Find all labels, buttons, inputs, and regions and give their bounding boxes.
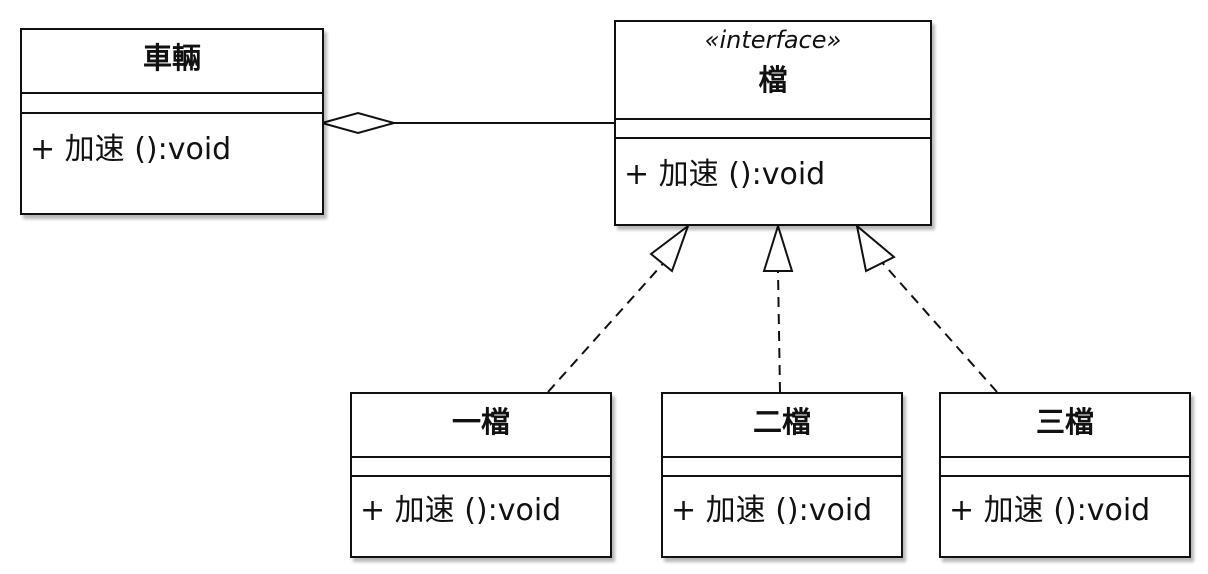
realization-line-1 — [547, 257, 669, 393]
operation-vehicle: + 加速 ():void — [30, 132, 232, 167]
class-name-gear-interface: «interface» 檔 — [616, 22, 930, 120]
class-name-vehicle-text: 車輛 — [142, 41, 201, 75]
attributes-second-gear — [663, 458, 901, 477]
attributes-third-gear — [941, 458, 1189, 477]
class-name-vehicle: 車輛 — [22, 30, 322, 94]
operation-second-gear: + 加速 ():void — [671, 493, 873, 528]
realization-line-3 — [879, 259, 998, 393]
class-name-second-gear: 二檔 — [663, 394, 901, 458]
realization-arrow-icon-3 — [855, 223, 896, 273]
class-vehicle: 車輛 + 加速 ():void — [20, 28, 324, 215]
class-second-gear: 二檔 + 加速 ():void — [661, 392, 903, 558]
stereotype-label: «interface» — [704, 26, 842, 54]
realization-arrow-icon-1 — [649, 223, 691, 273]
class-first-gear: 一檔 + 加速 ():void — [350, 392, 612, 558]
operation-gear-interface: + 加速 ():void — [624, 157, 826, 192]
realization-arrow-icon-2 — [762, 222, 794, 272]
class-name-first-gear: 一檔 — [352, 394, 610, 458]
class-third-gear: 三檔 + 加速 ():void — [939, 392, 1191, 558]
operation-first-gear: + 加速 ():void — [360, 493, 562, 528]
aggregation-diamond-icon — [318, 111, 398, 135]
attributes-gear-interface — [616, 120, 930, 139]
class-name-first-gear-text: 一檔 — [451, 405, 510, 439]
class-name-second-gear-text: 二檔 — [752, 405, 811, 439]
operation-third-gear: + 加速 ():void — [949, 493, 1151, 528]
realization-line-2 — [777, 270, 781, 393]
class-gear-interface: «interface» 檔 + 加速 ():void — [614, 20, 932, 226]
class-name-third-gear: 三檔 — [941, 394, 1189, 458]
class-name-third-gear-text: 三檔 — [1035, 405, 1094, 439]
attributes-first-gear — [352, 458, 610, 477]
attributes-vehicle — [22, 94, 322, 114]
class-name-gear-text: 檔 — [758, 63, 788, 97]
